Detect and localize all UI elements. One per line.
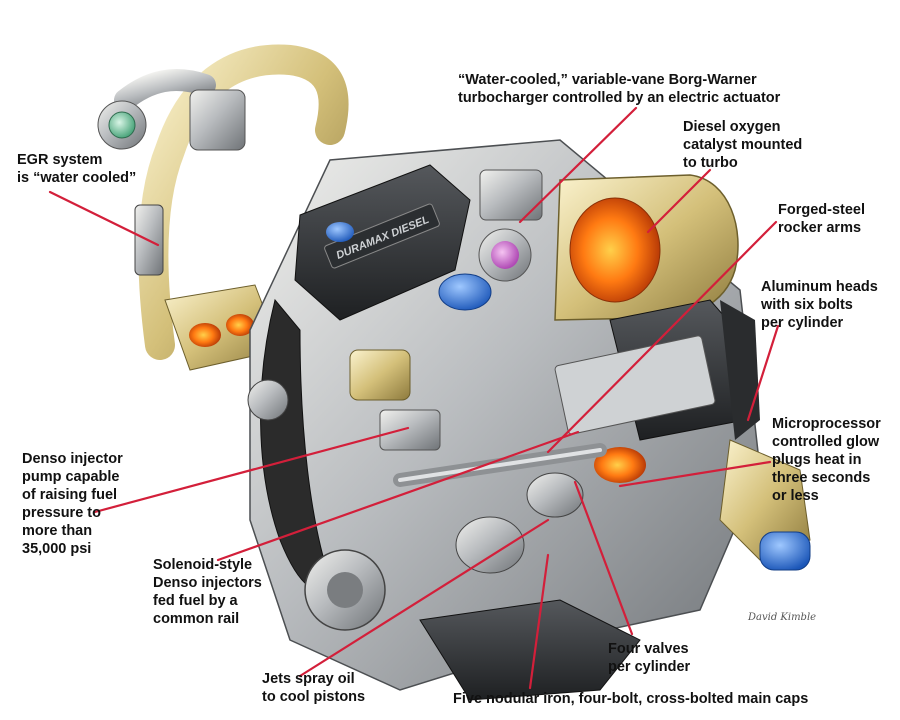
callout-turbocharger: “Water-cooled,” variable-vane Borg-Warne…: [458, 72, 781, 106]
catalyst-core: [569, 197, 661, 303]
leader-line-turbo: [518, 106, 638, 224]
turbo-turbine: [438, 273, 492, 311]
callout-denso-injectors: Solenoid-style Denso injectors fed fuel …: [153, 557, 262, 627]
leader-line-valves: [573, 480, 634, 636]
leader-line-glow: [618, 460, 772, 488]
exhaust-port-glow: [189, 323, 221, 347]
oil-pan: [419, 599, 641, 701]
artist-signature: David Kimble: [748, 612, 817, 623]
callout-main-caps: Five nodular iron, four-bolt, cross-bolt…: [453, 691, 809, 707]
oil-filter: [759, 531, 811, 571]
leader-line-caps: [528, 553, 550, 690]
callout-oxygen-catalyst: Diesel oxygen catalyst mounted to turbo: [683, 119, 803, 171]
piston: [455, 516, 525, 574]
glow-chamber: [594, 447, 646, 483]
leader-line-rocker: [546, 220, 778, 454]
leader-line-pump: [93, 426, 410, 514]
callout-oil-jets: Jets spray oil to cool pistons: [262, 671, 366, 705]
leader-line-jets: [298, 518, 550, 678]
callout-rocker-arms: Forged-steel rocker arms: [778, 202, 866, 236]
callout-glow-plugs: Microprocessor controlled glow plugs hea…: [772, 416, 881, 504]
leader-lines: [48, 106, 780, 690]
callout-four-valves: Four valves per cylinder: [608, 641, 691, 675]
turbo-actuator: [479, 169, 543, 221]
leader-line-catalyst: [646, 168, 712, 234]
leader-line-heads: [746, 324, 780, 422]
callout-egr-system: EGR system is “water cooled”: [17, 152, 137, 186]
callout-aluminum-heads: Aluminum heads with six bolts per cylind…: [761, 279, 878, 331]
leader-line-injectors: [216, 430, 580, 562]
callout-injector-pump: Denso injector pump capable of raising f…: [22, 451, 123, 557]
leader-line-egr: [48, 190, 160, 247]
